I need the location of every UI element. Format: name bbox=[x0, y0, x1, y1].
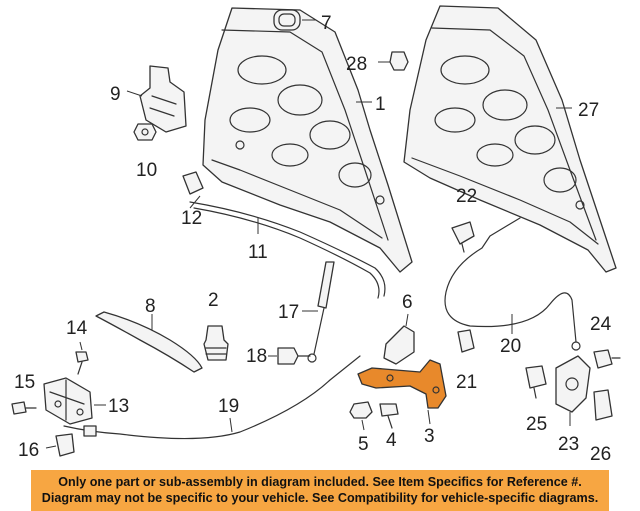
callout-21: 21 bbox=[456, 372, 477, 393]
callout-20: 20 bbox=[500, 336, 521, 357]
part-3-hinge-bracket bbox=[357, 359, 447, 425]
part-28-clip bbox=[378, 51, 409, 71]
leader-12 bbox=[189, 195, 201, 209]
callout-18: 18 bbox=[246, 346, 267, 367]
disclaimer-line-2: Diagram may not be specific to your vehi… bbox=[41, 491, 599, 505]
part-21-clip bbox=[457, 329, 475, 353]
callout-9: 9 bbox=[110, 84, 121, 105]
callout-23: 23 bbox=[558, 434, 579, 455]
part-20-cable bbox=[444, 217, 581, 351]
callout-3: 3 bbox=[424, 426, 435, 447]
part-7-grommet bbox=[273, 9, 316, 31]
hood-panel-left bbox=[202, 7, 413, 273]
callout-15: 15 bbox=[14, 372, 35, 393]
callout-1: 1 bbox=[375, 94, 386, 115]
callout-2: 2 bbox=[208, 290, 219, 311]
callout-17: 17 bbox=[278, 302, 299, 323]
part-15-bolt bbox=[11, 401, 37, 415]
callout-26: 26 bbox=[590, 444, 611, 465]
part-2-buffer bbox=[203, 325, 229, 361]
callout-7: 7 bbox=[321, 13, 332, 34]
callout-6: 6 bbox=[402, 292, 413, 313]
part-24-bumper bbox=[593, 349, 621, 369]
callout-4: 4 bbox=[386, 430, 397, 451]
callout-24: 24 bbox=[590, 314, 612, 335]
part-6-bracket bbox=[383, 313, 415, 365]
part-12-bumper bbox=[182, 171, 204, 195]
disclaimer-line-1: Only one part or sub-assembly in diagram… bbox=[58, 475, 582, 489]
disclaimer-banner: Only one part or sub-assembly in diagram… bbox=[31, 470, 609, 511]
hood-panel-right bbox=[403, 5, 617, 273]
part-23-latch bbox=[555, 355, 591, 426]
part-11-seal bbox=[189, 201, 386, 299]
callout-14: 14 bbox=[66, 318, 88, 339]
part-10-nut bbox=[133, 123, 157, 141]
part-9-bracket bbox=[126, 65, 187, 133]
callout-10: 10 bbox=[136, 160, 157, 181]
part-25-stop bbox=[525, 365, 547, 399]
callout-12: 12 bbox=[181, 208, 202, 229]
callout-19: 19 bbox=[218, 396, 239, 417]
callout-22: 22 bbox=[456, 186, 477, 207]
part-5-nut bbox=[349, 401, 373, 431]
part-18-stud bbox=[268, 347, 311, 365]
part-8-seal bbox=[95, 311, 203, 373]
part-16-pad bbox=[45, 433, 75, 457]
callout-16: 16 bbox=[18, 440, 39, 461]
callout-27: 27 bbox=[578, 100, 599, 121]
part-26-cover bbox=[593, 389, 613, 421]
callout-25: 25 bbox=[526, 414, 547, 435]
part-4-bolt bbox=[379, 403, 399, 429]
callout-8: 8 bbox=[145, 296, 156, 317]
callout-13: 13 bbox=[108, 396, 129, 417]
part-17-strut bbox=[302, 261, 335, 363]
callout-28: 28 bbox=[346, 54, 367, 75]
part-19-cable bbox=[63, 355, 361, 440]
part-22-retainer bbox=[451, 221, 475, 253]
callout-5: 5 bbox=[358, 434, 369, 455]
part-13-hinge bbox=[43, 377, 106, 425]
part-14-bolt bbox=[75, 341, 89, 375]
callout-11: 11 bbox=[248, 242, 268, 263]
